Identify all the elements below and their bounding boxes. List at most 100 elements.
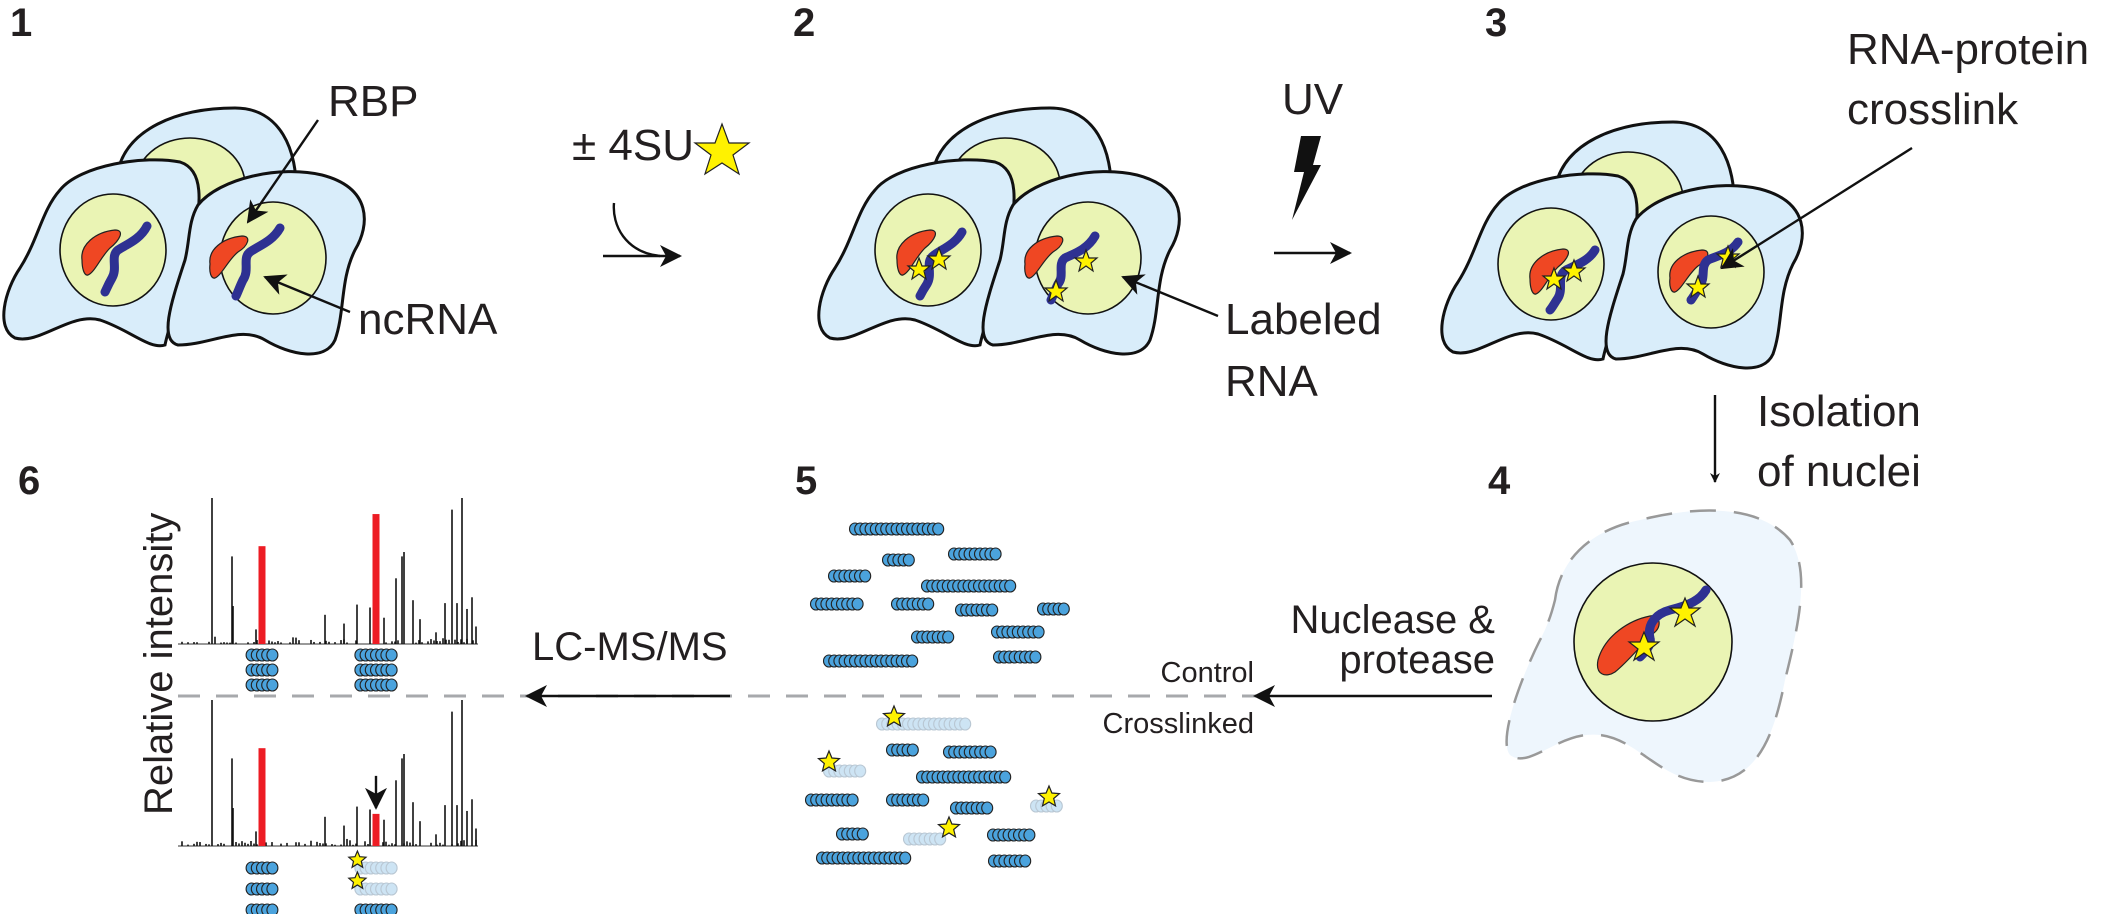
peptide xyxy=(910,630,955,644)
label-protease: protease xyxy=(1339,638,1495,682)
highlighted-peptide-peak xyxy=(372,514,380,644)
amino-acid-bead xyxy=(854,764,867,778)
amino-acid-bead xyxy=(859,569,872,583)
label-control: Control xyxy=(1161,657,1255,689)
curved-arrow xyxy=(612,202,661,258)
step2-cells xyxy=(817,106,1181,356)
crosslinked-peptide xyxy=(354,882,398,896)
label-uv: UV xyxy=(1282,75,1344,124)
amino-acid-bead xyxy=(1019,854,1032,868)
star-icon xyxy=(1627,630,1661,662)
rbp-shape xyxy=(209,235,249,279)
step-number-2: 2 xyxy=(793,1,815,45)
amino-acid-bead xyxy=(942,630,955,644)
peptide xyxy=(354,903,398,914)
step4-isolated-nucleus xyxy=(1505,509,1803,784)
crosslinked-peptide xyxy=(354,861,398,875)
amino-acid-bead xyxy=(899,851,912,865)
amino-acid-bead xyxy=(851,597,864,611)
peptide xyxy=(815,851,912,865)
peptide xyxy=(885,743,919,757)
amino-acid-bead xyxy=(917,793,930,807)
peptide xyxy=(804,793,859,807)
labeled-rna-pointer-arrow xyxy=(1121,274,1219,318)
amino-acid-bead xyxy=(266,648,279,662)
ncrna-strand xyxy=(231,223,285,301)
amino-acid-bead xyxy=(1032,625,1045,639)
peptide xyxy=(915,770,1012,784)
label-crosslink: crosslink xyxy=(1847,85,2019,134)
lightning-bolt-icon xyxy=(1292,136,1321,220)
ncrna-pointer-arrow xyxy=(263,274,351,314)
amino-acid-bead xyxy=(989,547,1002,561)
amino-acid-bead xyxy=(959,717,972,731)
amino-acid-bead xyxy=(266,882,279,896)
peptide xyxy=(848,522,945,536)
peptide xyxy=(881,553,915,567)
amino-acid-bead xyxy=(906,654,919,668)
star-icon xyxy=(693,122,751,176)
label-lc-ms-ms: LC-MS/MS xyxy=(532,625,728,669)
step1-cells xyxy=(2,106,366,356)
label-rbp: RBP xyxy=(328,77,418,126)
amino-acid-bead xyxy=(266,903,279,914)
highlighted-peptide-peak xyxy=(372,813,380,846)
peptide xyxy=(809,597,864,611)
amino-acid-bead xyxy=(846,793,859,807)
peptide xyxy=(949,801,994,815)
highlighted-peptide-peak xyxy=(258,748,266,846)
step-number-1: 1 xyxy=(10,1,32,45)
amino-acid-bead xyxy=(1057,602,1070,616)
peptide xyxy=(1036,602,1070,616)
peptide xyxy=(245,861,279,875)
amino-acid-bead xyxy=(1029,650,1042,664)
peptide xyxy=(835,827,869,841)
amino-acid-bead xyxy=(1023,828,1036,842)
peptide xyxy=(245,882,279,896)
peptide xyxy=(992,650,1042,664)
step5-peptides xyxy=(804,522,1070,868)
peptide xyxy=(354,663,398,677)
peptide xyxy=(827,569,872,583)
label-labeled: Labeled xyxy=(1225,295,1382,344)
peptide xyxy=(245,903,279,914)
amino-acid-bead xyxy=(385,648,398,662)
peptide xyxy=(954,603,999,617)
amino-acid-bead xyxy=(986,603,999,617)
peptide xyxy=(987,854,1032,868)
amino-acid-bead xyxy=(902,553,915,567)
label-crosslinked: Crosslinked xyxy=(1103,708,1255,740)
step6-spectra xyxy=(178,498,478,914)
amino-acid-bead xyxy=(385,663,398,677)
star-icon xyxy=(816,749,842,773)
amino-acid-bead xyxy=(385,861,398,875)
peptide xyxy=(354,678,398,692)
amino-acid-bead xyxy=(922,597,935,611)
peptide xyxy=(990,625,1045,639)
star-icon xyxy=(936,815,962,839)
amino-acid-bead xyxy=(385,678,398,692)
axis-label-relative-intensity: Relative intensity xyxy=(137,513,181,815)
peptide xyxy=(890,597,935,611)
amino-acid-bead xyxy=(932,522,945,536)
amino-acid-bead xyxy=(266,861,279,875)
amino-acid-bead xyxy=(981,801,994,815)
ms-spectrum-crosslinked xyxy=(178,700,478,847)
peptide xyxy=(245,648,279,662)
peptide xyxy=(245,678,279,692)
star-icon xyxy=(1036,784,1062,808)
label-4su: ± 4SU xyxy=(572,121,694,170)
label-nuclease: Nuclease & xyxy=(1290,598,1495,642)
amino-acid-bead xyxy=(266,663,279,677)
peptide xyxy=(245,663,279,677)
label-ncrna: ncRNA xyxy=(358,295,498,344)
step-number-3: 3 xyxy=(1485,1,1507,45)
star-icon xyxy=(881,704,907,728)
peptide xyxy=(354,648,398,662)
peptide xyxy=(920,579,1017,593)
peptide xyxy=(885,793,930,807)
label-of-nuclei: of nuclei xyxy=(1757,447,1921,496)
amino-acid-bead xyxy=(856,827,869,841)
star-icon xyxy=(347,849,368,869)
peptide xyxy=(822,654,919,668)
